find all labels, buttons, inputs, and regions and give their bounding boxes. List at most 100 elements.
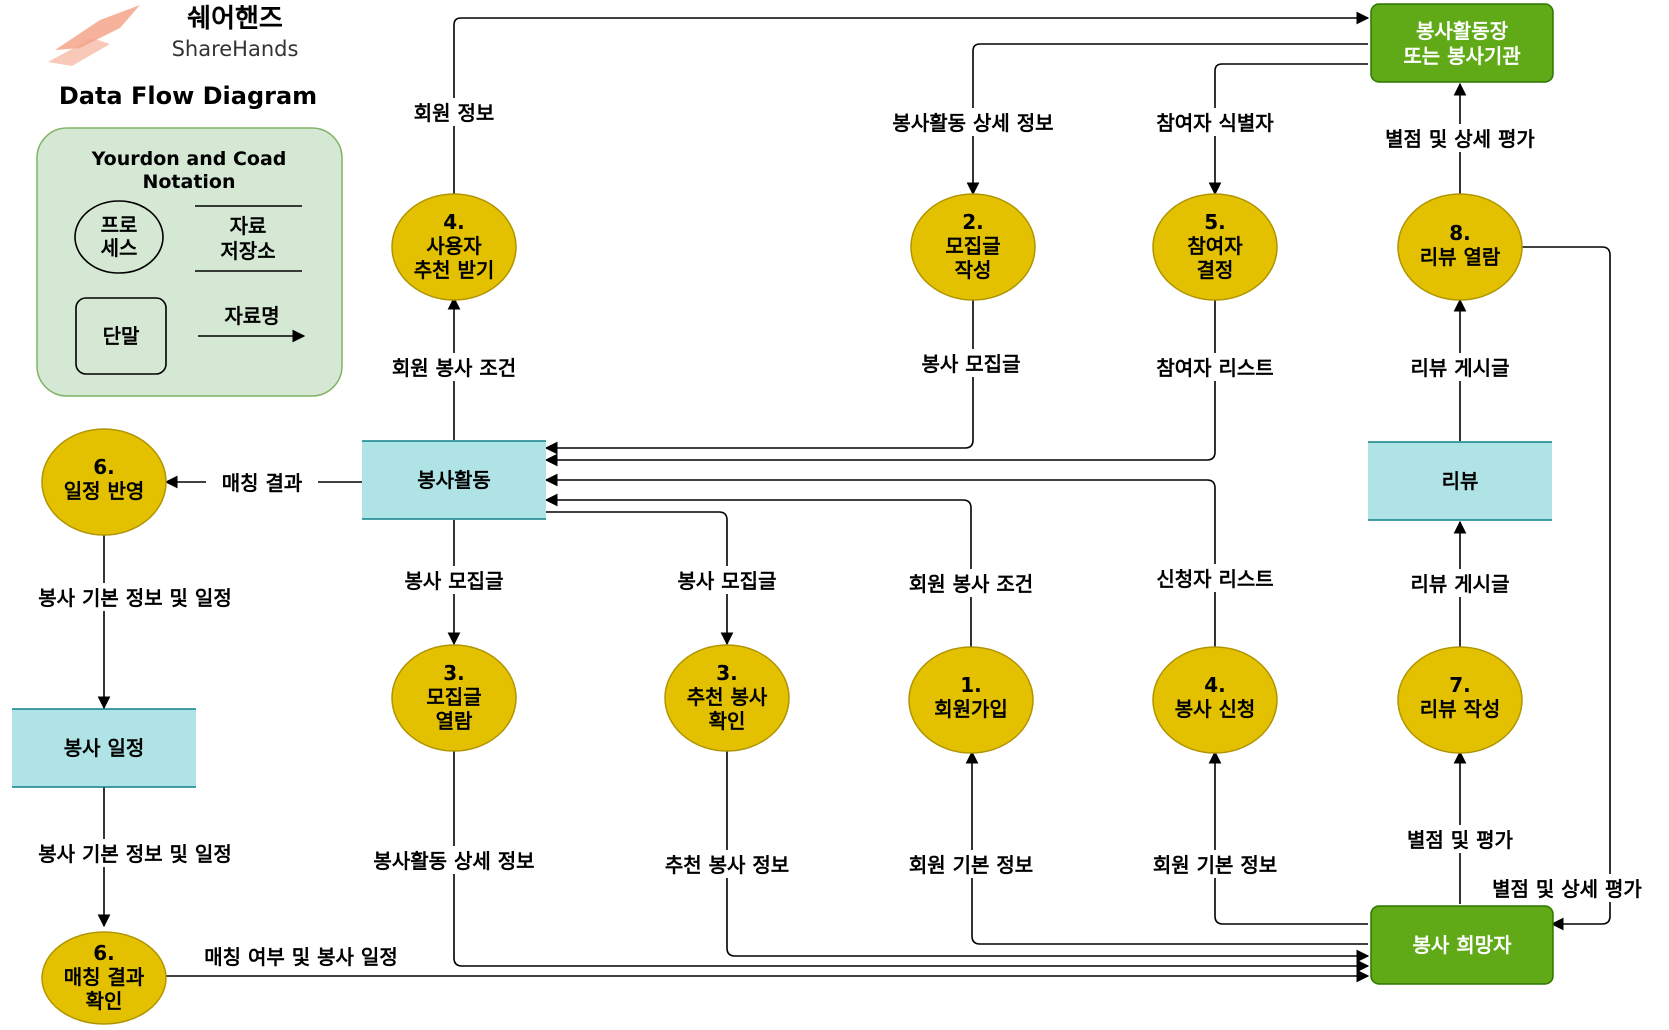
flow-label-signup-cond: 회원 봉사 조건 [909,572,1033,596]
process-7-num: 7. [1449,673,1471,697]
flow-label-rating-detail-up: 별점 및 상세 평가 [1385,127,1535,151]
flow-label-recommend: 봉사 모집글 [678,569,777,593]
flow-recruit-post-line [544,298,974,455]
brand-name-en: ShareHands [172,37,299,61]
process-5-line2: 결정 [1197,258,1234,282]
process-4-apply: 4. 봉사 신청 [1152,646,1278,754]
store-activity: 봉사활동 [362,440,546,520]
entity-facility-label-2: 또는 봉사기관 [1403,44,1521,68]
store-review-label: 리뷰 [1442,469,1479,493]
process-4b-num: 4. [1204,673,1226,697]
flow-label-participant-id: 참여자 식별자 [1156,111,1274,135]
process-4b-line1: 봉사 신청 [1175,697,1256,721]
flow-label-schedule-2: 봉사 기본 정보 및 일정 [38,842,231,866]
process-3-view-post: 3. 모집글 열람 [391,644,517,752]
process-3b-line1: 추천 봉사 [687,685,768,709]
entity-applicant-label: 봉사 희망자 [1413,933,1513,957]
legend-process-2: 세스 [101,236,138,260]
flow-participant-list-line [544,298,1216,467]
process-4-line2: 추천 받기 [414,258,495,282]
legend-process-symbol [74,200,164,274]
flow-label-member-basic-1: 회원 기본 정보 [909,853,1033,877]
flow-activity-detail-line [966,43,1368,196]
flow-applicant-list-line [544,473,1216,648]
process-6b-line1: 매칭 결과 [64,965,145,989]
process-nodes: 4. 사용자 추천 받기 2. 모집글 작성 5. 참여자 결정 8. 리뷰 열… [41,193,1523,1025]
process-7-write-review: 7. 리뷰 작성 [1397,646,1523,754]
process-1-num: 1. [960,673,982,697]
process-5-num: 5. [1204,210,1226,234]
flow-label-review-post-up: 리뷰 게시글 [1411,356,1510,380]
legend-title-2: Notation [142,171,235,193]
process-6b-num: 6. [93,941,115,965]
flow-member-basic-2-line [1208,750,1368,925]
flow-label-participant-list: 참여자 리스트 [1156,356,1273,380]
process-2-num: 2. [962,210,984,234]
flow-label-schedule-1: 봉사 기본 정보 및 일정 [38,586,231,610]
flow-member-basic-1-line [965,750,1368,945]
entity-facility-label-1: 봉사활동장 [1416,19,1509,43]
legend-box [36,127,343,397]
process-3b-num: 3. [716,661,738,685]
store-schedule: 봉사 일정 [12,708,196,788]
process-3a-line1: 모집글 [426,685,481,709]
flow-recommend-info-line [726,750,1370,963]
process-2-write-post: 2. 모집글 작성 [910,193,1036,301]
sharehands-logo [48,5,140,66]
flow-participant-id-line [1208,63,1368,196]
process-6-check-match: 6. 매칭 결과 확인 [41,931,167,1025]
legend-terminal: 단말 [103,324,140,348]
process-2-line1: 모집글 [945,234,1000,258]
process-8-line1: 리뷰 열람 [1420,245,1501,269]
flow-label-member-info: 회원 정보 [414,101,495,125]
entity-applicant: 봉사 희망자 [1370,905,1554,985]
legend-store-1: 자료 [230,214,267,238]
legend-process-1: 프로 [101,213,138,237]
process-4-user-recommend: 4. 사용자 추천 받기 [391,193,517,301]
legend-terminal-symbol [75,297,167,375]
flow-label-recommend-info: 추천 봉사 정보 [665,853,789,877]
process-8-view-review: 8. 리뷰 열람 [1397,193,1523,301]
brand-name-kr: 쉐어핸즈 [187,4,283,34]
flow-label-activity-detail: 봉사활동 상세 정보 [892,111,1053,135]
flow-labels: 회원 정보 봉사활동 상세 정보 참여자 식별자 별점 및 상세 평가 회원 봉… [10,98,1664,970]
flow-label-member-cond-up: 회원 봉사 조건 [392,356,516,380]
hand-logo-icon [55,5,140,50]
flow-detail-to-applicant-line [453,750,1370,973]
legend-title-1: Yourdon and Coad [91,148,287,170]
process-6a-num: 6. [93,455,115,479]
store-activity-label: 봉사활동 [417,468,491,492]
flow-recommend-line [546,511,734,646]
flow-member-info-line [453,11,1370,196]
process-1-line1: 회원가입 [934,697,1008,721]
legend-store-2: 저장소 [220,239,275,263]
process-6-apply-schedule: 6. 일정 반영 [41,428,167,536]
process-8-num: 8. [1449,221,1471,245]
process-3a-line2: 열람 [436,709,473,733]
process-3a-num: 3. [443,661,465,685]
flow-label-rating: 별점 및 평가 [1407,828,1514,852]
flow-label-applicant-list: 신청자 리스트 [1156,567,1273,591]
process-3-check-recommend: 3. 추천 봉사 확인 [664,644,790,752]
legend-flow: 자료명 [224,304,279,328]
store-review: 리뷰 [1368,441,1552,521]
process-7-line1: 리뷰 작성 [1420,697,1501,721]
notation-legend: Yourdon and Coad Notation 프로 세스 자료 저장소 단… [36,127,343,397]
store-schedule-label: 봉사 일정 [64,736,145,760]
process-5-decide-participant: 5. 참여자 결정 [1152,193,1278,301]
flow-label-matching: 매칭 여부 및 봉사 일정 [204,945,397,969]
process-3b-line2: 확인 [709,709,746,733]
process-6b-line2: 확인 [86,989,123,1013]
flow-label-recruit-view: 봉사 모집글 [405,569,504,593]
process-4-num: 4. [443,210,465,234]
process-1-signup: 1. 회원가입 [908,646,1034,754]
diagram-title: Data Flow Diagram [59,82,317,110]
process-5-line1: 참여자 [1187,234,1243,258]
flow-label-match-result: 매칭 결과 [222,471,303,495]
flow-label-detail-to-applicant: 봉사활동 상세 정보 [373,849,534,873]
flow-label-review-post: 리뷰 게시글 [1411,572,1510,596]
process-6a-line1: 일정 반영 [64,479,145,503]
flow-lines [97,11,1611,983]
